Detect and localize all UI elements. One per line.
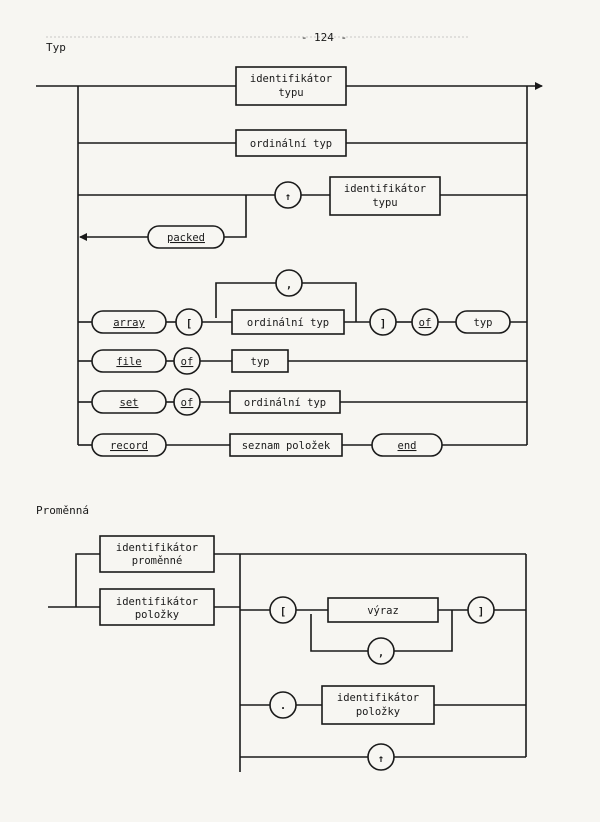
typ-diagram-title: Typ — [46, 41, 66, 54]
page-number: - 124 - — [301, 31, 347, 44]
label-packed: packed — [167, 232, 205, 244]
label-arrow-up-2: ↑ — [378, 753, 384, 765]
label-identifikator-promenne-line1: identifikátor — [116, 542, 198, 554]
label-ordinalni-typ-3: ordinální typ — [244, 397, 326, 409]
label-ordinalni-typ-2: ordinální typ — [247, 317, 329, 329]
label-record: record — [110, 440, 148, 452]
label-typ-1: typ — [474, 317, 493, 329]
label-typ-2: typ — [251, 356, 270, 368]
label-identifikator-polozky-2-line1: identifikátor — [337, 692, 419, 704]
label-of-1: of — [419, 317, 432, 329]
label-comma-1: , — [286, 279, 292, 291]
circle-comma-2 — [367, 637, 395, 665]
box-identifikator-polozky-1 — [99, 588, 215, 626]
label-array: array — [113, 317, 145, 329]
label-bracket-close-1: ] — [380, 318, 386, 330]
line-packed-loop-right — [224, 195, 247, 238]
label-identifikator-typu-2-line1: identifikátor — [344, 183, 426, 195]
box-vyraz — [327, 597, 439, 623]
label-identifikator-typu-1-line2: typu — [278, 87, 303, 99]
label-bracket-close-2: ] — [478, 606, 484, 618]
label-file: file — [116, 356, 141, 368]
label-identifikator-polozky-1-line2: položky — [135, 609, 179, 621]
label-seznam-polozek: seznam položek — [242, 440, 331, 452]
label-identifikator-typu-2-line2: typu — [372, 197, 397, 209]
box-ordinalni-typ-2 — [231, 309, 345, 335]
label-arrow-up-1: ↑ — [285, 191, 291, 203]
box-identifikator-typu-1 — [235, 66, 347, 106]
label-identifikator-promenne-line2: proměnné — [132, 555, 183, 567]
box-ordinalni-typ-1 — [235, 129, 347, 157]
line-comma-loop-left — [215, 282, 276, 318]
label-of-3: of — [181, 397, 194, 409]
label-identifikator-polozky-1-line1: identifikátor — [116, 596, 198, 608]
label-set: set — [120, 397, 139, 409]
line-comma-loop-2-right — [394, 610, 453, 652]
box-identifikator-typu-2 — [329, 176, 441, 216]
label-end: end — [398, 440, 417, 452]
label-bracket-open-2: [ — [280, 606, 286, 618]
box-packed — [147, 225, 225, 249]
circle-arrow-up-1 — [274, 181, 302, 209]
label-identifikator-polozky-2-line2: položky — [356, 706, 400, 718]
label-dot: . — [280, 700, 286, 712]
promenna-diagram-title: Proměnná — [36, 504, 89, 517]
line-comma-loop-2-left — [310, 614, 368, 652]
label-of-2: of — [181, 356, 194, 368]
label-vyraz: výraz — [367, 605, 399, 617]
label-bracket-open-1: [ — [186, 318, 192, 330]
label-identifikator-typu-1-line1: identifikátor — [250, 73, 332, 85]
label-comma-2: , — [378, 647, 384, 659]
circle-comma-1 — [275, 269, 303, 297]
line-promenna-entry-branch — [75, 553, 100, 607]
label-ordinalni-typ-1: ordinální typ — [250, 138, 332, 150]
line-comma-loop-right — [302, 282, 357, 322]
